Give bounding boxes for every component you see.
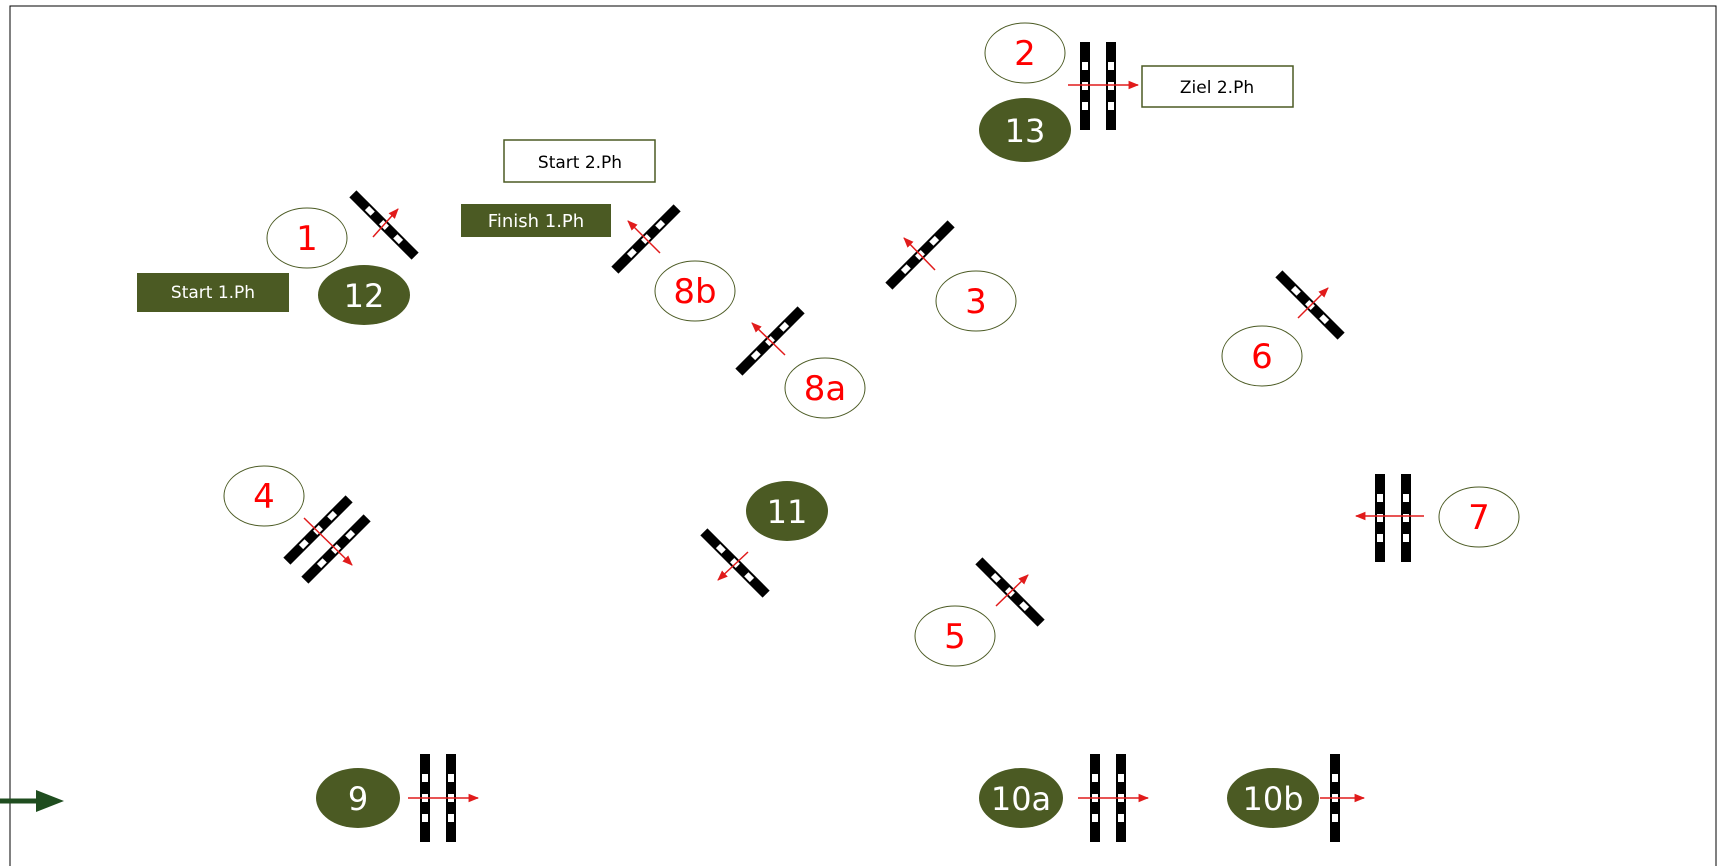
number-8a: 8a [784, 357, 866, 419]
number-4-text: 4 [253, 477, 275, 517]
finish-phase1-text: Finish 1.Ph [488, 211, 584, 232]
arena-border [9, 5, 1717, 866]
number-5-text: 5 [944, 617, 966, 657]
start-phase2-label: Start 2.Ph [503, 139, 656, 183]
fence-5 [975, 557, 1045, 627]
fence-8a [735, 306, 805, 376]
fence-3 [885, 220, 955, 290]
number-10b: 10b [1227, 768, 1319, 828]
number-7-text: 7 [1468, 498, 1490, 538]
fence-1 [349, 190, 419, 260]
number-2: 2 [984, 22, 1066, 84]
number-1-text: 1 [296, 219, 318, 259]
start-phase1-text: Start 1.Ph [171, 283, 255, 303]
fence-2-oxer [1068, 42, 1140, 130]
start-phase2-text: Start 2.Ph [538, 153, 622, 173]
number-8b-text: 8b [673, 272, 716, 312]
finish-phase2-text: Ziel 2.Ph [1180, 78, 1254, 98]
number-12-text: 12 [344, 277, 385, 315]
start-phase1-label: Start 1.Ph [137, 273, 289, 312]
fence-8b [611, 204, 681, 274]
fence-6 [1275, 270, 1345, 340]
number-2-text: 2 [1014, 34, 1036, 74]
number-13: 13 [979, 98, 1071, 162]
number-7: 7 [1438, 486, 1520, 548]
fence-4-oxer [283, 495, 371, 584]
number-12: 12 [318, 265, 410, 325]
number-5: 5 [914, 605, 996, 667]
finish-phase1-label: Finish 1.Ph [461, 204, 611, 237]
number-1: 1 [266, 207, 348, 269]
fence-11 [700, 528, 770, 598]
entry-arrow [0, 790, 64, 812]
number-8a-text: 8a [804, 369, 846, 409]
number-8b: 8b [654, 260, 736, 322]
number-9-text: 9 [348, 780, 368, 818]
number-13-text: 13 [1005, 112, 1046, 150]
number-9: 9 [316, 768, 400, 828]
fence-9-oxer [408, 754, 480, 842]
number-11-text: 11 [767, 493, 808, 531]
number-4: 4 [223, 465, 305, 527]
fence-10b [1320, 754, 1366, 842]
number-11: 11 [746, 481, 828, 541]
number-10a-text: 10a [991, 780, 1051, 818]
fence-10a-oxer [1078, 754, 1150, 842]
finish-phase2-label: Ziel 2.Ph [1141, 65, 1294, 108]
number-10a: 10a [979, 768, 1063, 828]
number-10b-text: 10b [1242, 780, 1303, 818]
number-3-text: 3 [965, 282, 987, 322]
number-3: 3 [935, 270, 1017, 332]
fence-7-oxer [1354, 474, 1424, 562]
number-6: 6 [1221, 325, 1303, 387]
number-6-text: 6 [1251, 337, 1273, 377]
